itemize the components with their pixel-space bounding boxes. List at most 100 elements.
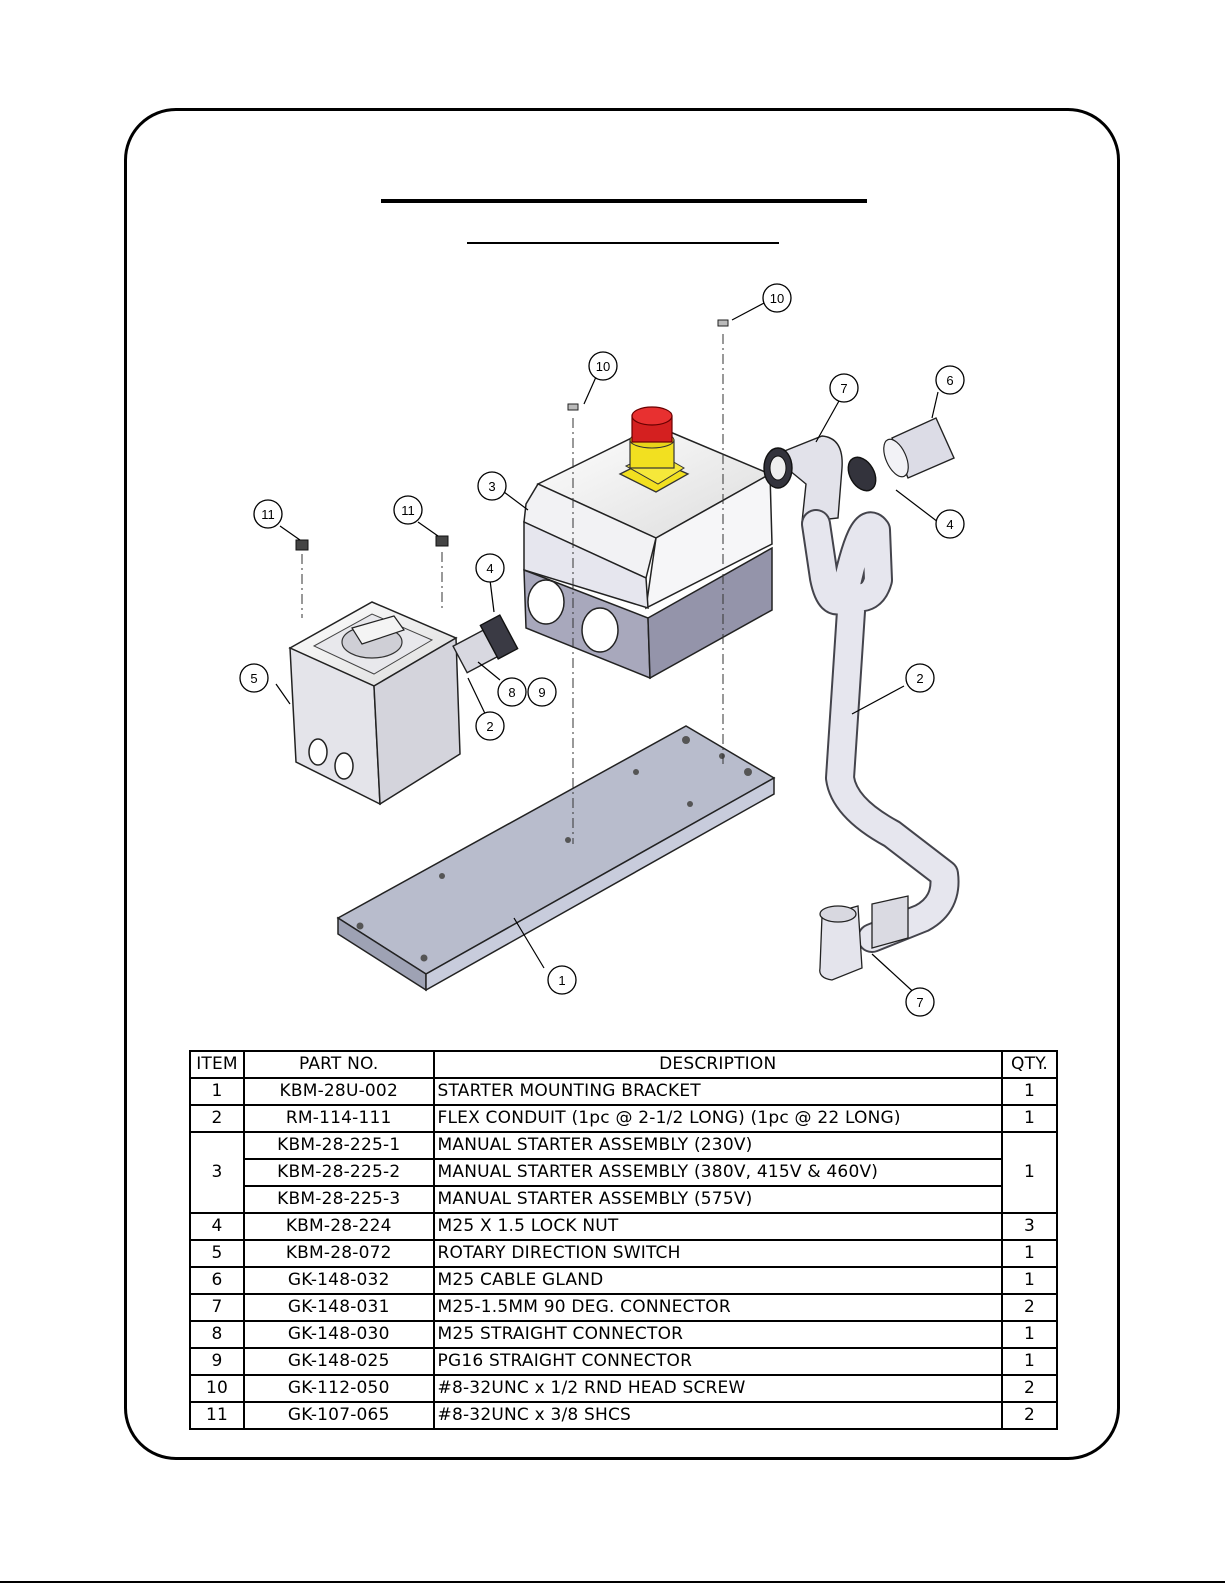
cell-item: 10 [189, 1374, 245, 1403]
table-row: 9 GK-148-025 PG16 STRAIGHT CONNECTOR 1 [189, 1347, 1058, 1376]
balloon-item-11-right: 11 [393, 495, 423, 525]
balloon-item-9: 9 [527, 677, 557, 707]
balloon-item-7-lower: 7 [905, 987, 935, 1017]
table-row: KBM-28-225-3 MANUAL STARTER ASSEMBLY (57… [190, 1185, 1057, 1214]
cell-part-no: GK-107-065 [242, 1401, 435, 1430]
balloon-label: 1 [558, 973, 565, 988]
balloon-item-4-left: 4 [475, 553, 505, 583]
cell-item: 4 [189, 1212, 245, 1241]
cell-description: #8-32UNC x 1/2 RND HEAD SCREW [432, 1374, 1004, 1403]
rotary-switch-part [288, 601, 461, 806]
balloon-item-10-lower: 10 [588, 351, 618, 381]
balloon-item-2-left: 2 [475, 711, 505, 741]
cell-description: MANUAL STARTER ASSEMBLY (380V, 415V & 46… [432, 1158, 1004, 1187]
cell-part-no: GK-148-030 [242, 1320, 435, 1349]
cell-qty: 1 [1001, 1266, 1058, 1295]
balloon-label: 11 [401, 503, 415, 518]
table-row: 2 RM-114-111 FLEX CONDUIT (1pc @ 2-1/2 L… [189, 1104, 1058, 1133]
balloon-label: 5 [250, 671, 257, 686]
balloon-item-2-right: 2 [905, 663, 935, 693]
cell-qty: 1 [1001, 1320, 1058, 1349]
table-row: 3 KBM-28-225-1 MANUAL STARTER ASSEMBLY (… [189, 1131, 1058, 1214]
cell-item: 7 [189, 1293, 245, 1322]
drawing-border [124, 108, 1120, 1460]
header-qty: QTY. [1001, 1050, 1058, 1079]
table-row: 1 KBM-28U-002 STARTER MOUNTING BRACKET 1 [189, 1077, 1058, 1106]
balloon-item-4-right: 4 [935, 509, 965, 539]
subtitle-underline [467, 242, 779, 244]
cell-part-no: KBM-28-224 [242, 1212, 435, 1241]
balloon-item-7-upper: 7 [829, 373, 859, 403]
cell-part-no: GK-112-050 [242, 1374, 435, 1403]
manual-starter-part [523, 406, 773, 680]
balloon-label: 10 [770, 291, 784, 306]
balloon-label: 7 [916, 995, 923, 1010]
cell-part-no: RM-114-111 [242, 1104, 435, 1133]
cell-qty: 1 [1001, 1131, 1058, 1214]
table-row: 5 KBM-28-072 ROTARY DIRECTION SWITCH 1 [189, 1239, 1058, 1268]
balloon-item-5: 5 [239, 663, 269, 693]
balloon-label: 9 [538, 685, 545, 700]
balloon-label: 2 [916, 671, 923, 686]
exploded-assembly-drawing: 10 10 3 7 6 4 11 11 4 5 8 9 [239, 283, 965, 1017]
cell-part-no: GK-148-032 [242, 1266, 435, 1295]
balloon-item-6: 6 [935, 365, 965, 395]
balloon-item-1: 1 [547, 965, 577, 995]
cell-part-no: KBM-28-072 [242, 1239, 435, 1268]
cell-description: ROTARY DIRECTION SWITCH [432, 1239, 1004, 1268]
cell-qty: 2 [1001, 1293, 1058, 1322]
cell-item: 9 [189, 1347, 245, 1376]
cell-description: #8-32UNC x 3/8 SHCS [432, 1401, 1004, 1430]
mounting-bracket-part [336, 725, 776, 992]
header-description: DESCRIPTION [432, 1050, 1004, 1079]
cell-description: M25 STRAIGHT CONNECTOR [432, 1320, 1004, 1349]
bill-of-materials-table: ITEM PART NO. DESCRIPTION QTY. 1 KBM-28U… [189, 1050, 1058, 1430]
balloon-item-8: 8 [497, 677, 527, 707]
cell-item: 11 [189, 1401, 245, 1430]
balloon-item-11-left: 11 [253, 499, 283, 529]
balloon-item-3: 3 [477, 471, 507, 501]
cell-qty: 1 [1001, 1239, 1058, 1268]
balloon-label: 3 [488, 479, 495, 494]
title-underline [381, 199, 867, 203]
cell-item: 1 [189, 1077, 245, 1106]
cell-qty: 1 [1001, 1077, 1058, 1106]
cell-item: 8 [189, 1320, 245, 1349]
cell-item: 6 [189, 1266, 245, 1295]
cell-qty: 3 [1001, 1212, 1058, 1241]
table-header-row: ITEM PART NO. DESCRIPTION QTY. [189, 1050, 1058, 1079]
cell-item: 3 [189, 1131, 245, 1214]
table-row: 4 KBM-28-224 M25 X 1.5 LOCK NUT 3 [189, 1212, 1058, 1241]
cell-part-no: KBM-28U-002 [242, 1077, 435, 1106]
cell-part-no: KBM-28-225-2 [242, 1158, 435, 1187]
cell-item: 5 [189, 1239, 245, 1268]
flex-conduit-part [801, 509, 960, 981]
cell-part-no: GK-148-025 [242, 1347, 435, 1376]
table-row: 7 GK-148-031 M25-1.5MM 90 DEG. CONNECTOR… [189, 1293, 1058, 1322]
header-item: ITEM [189, 1050, 245, 1079]
cell-qty: 2 [1001, 1401, 1058, 1430]
upper-fittings-part [763, 417, 955, 523]
cell-description: M25 CABLE GLAND [432, 1266, 1004, 1295]
balloon-label: 8 [508, 685, 515, 700]
straight-connector-part [452, 614, 519, 674]
table-row: 10 GK-112-050 #8-32UNC x 1/2 RND HEAD SC… [189, 1374, 1058, 1403]
cell-part-no: KBM-28-225-1 [242, 1131, 435, 1160]
cell-item: 2 [189, 1104, 245, 1133]
cell-description: STARTER MOUNTING BRACKET [432, 1077, 1004, 1106]
cell-description: M25 X 1.5 LOCK NUT [432, 1212, 1004, 1241]
cell-description: MANUAL STARTER ASSEMBLY (230V) [432, 1131, 1004, 1160]
cell-description: M25-1.5MM 90 DEG. CONNECTOR [432, 1293, 1004, 1322]
balloon-item-10-upper: 10 [762, 283, 792, 313]
cell-part-no: KBM-28-225-3 [242, 1185, 435, 1214]
cell-description: PG16 STRAIGHT CONNECTOR [432, 1347, 1004, 1376]
cell-description: FLEX CONDUIT (1pc @ 2-1/2 LONG) (1pc @ 2… [432, 1104, 1004, 1133]
cell-qty: 1 [1001, 1104, 1058, 1133]
cell-qty: 1 [1001, 1347, 1058, 1376]
balloon-label: 2 [486, 719, 493, 734]
screws-part [295, 319, 729, 551]
center-lines [301, 334, 724, 844]
balloon-label: 7 [840, 381, 847, 396]
balloon-label: 10 [596, 359, 610, 374]
table-row: 8 GK-148-030 M25 STRAIGHT CONNECTOR 1 [189, 1320, 1058, 1349]
